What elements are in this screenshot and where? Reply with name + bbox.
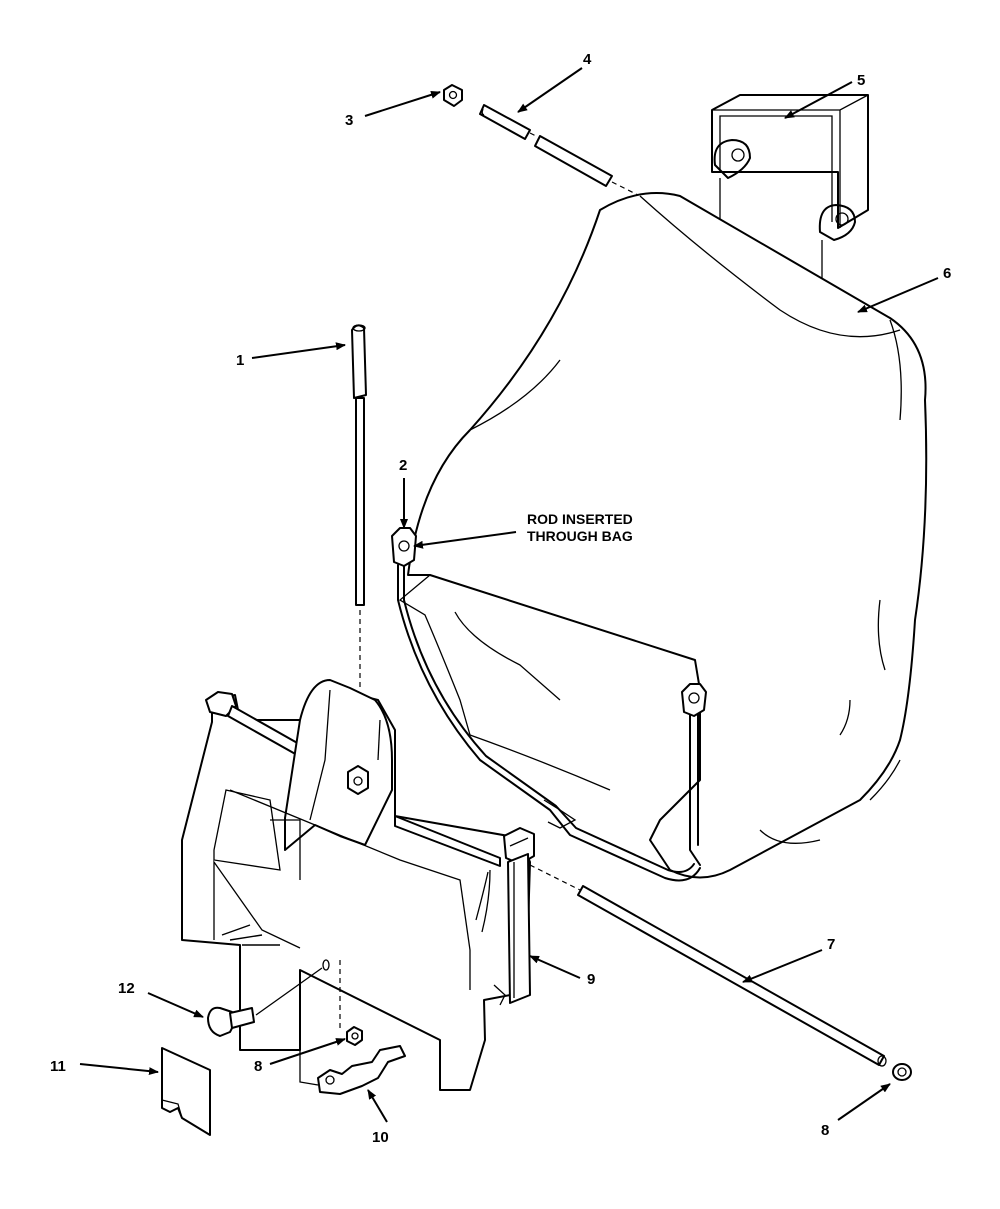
bag-frame — [391, 527, 707, 882]
callout-5: 5 — [857, 72, 865, 89]
grass-bag — [398, 192, 928, 879]
discharge-chute — [181, 679, 535, 1091]
callout-4: 4 — [583, 51, 592, 68]
callout-10: 10 — [372, 1129, 389, 1146]
note-line-2: THROUGH BAG — [527, 528, 633, 544]
bolt — [207, 967, 323, 1037]
washer-right — [892, 1063, 912, 1081]
callout-8-right: 8 — [821, 1122, 829, 1139]
callout-6: 6 — [943, 265, 951, 282]
callout-11: 11 — [50, 1058, 66, 1075]
callout-9: 9 — [587, 971, 595, 988]
callout-1: 1 — [236, 352, 244, 369]
long-rod — [529, 864, 887, 1067]
lock-nut-center — [346, 1026, 363, 1046]
nut-and-pin — [443, 84, 641, 197]
note-line-1: ROD INSERTED — [527, 511, 633, 527]
handle-rod — [351, 324, 367, 690]
callout-3: 3 — [345, 112, 353, 129]
callout-12: 12 — [118, 980, 135, 997]
rubber-flap — [161, 1047, 211, 1136]
callout-8-center: 8 — [254, 1058, 262, 1075]
leader-lines — [79, 67, 939, 1123]
callout-2: 2 — [399, 457, 407, 474]
callout-7: 7 — [827, 936, 835, 953]
